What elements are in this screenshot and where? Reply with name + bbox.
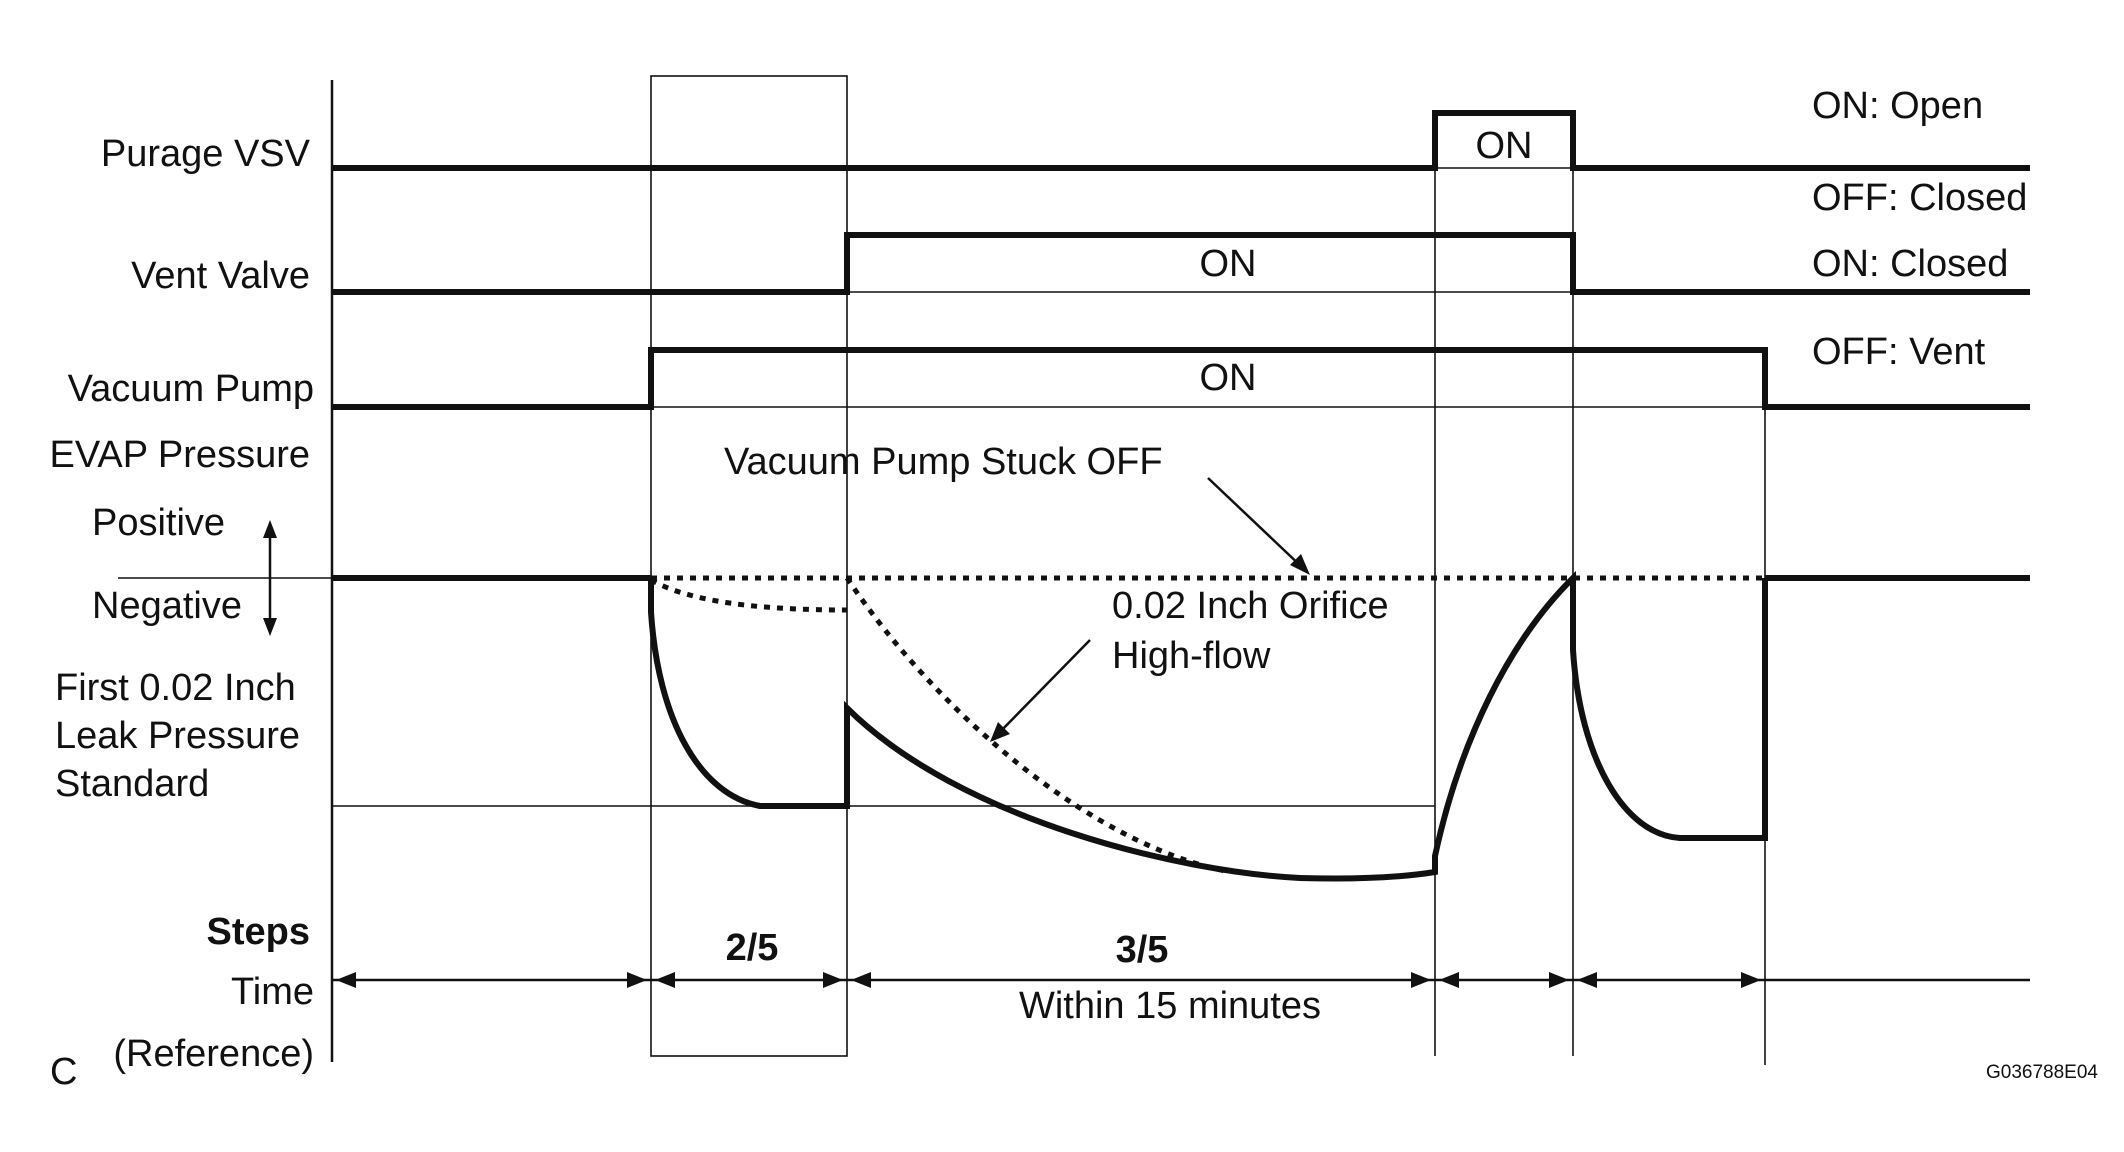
stuck-off-pointer-head (1290, 554, 1310, 575)
reference-label: (Reference) (113, 1033, 314, 1075)
purge-on-label: ON (1476, 125, 1533, 167)
orifice-annotation-line1: 0.02 Inch Orifice (1112, 585, 1389, 627)
positive-label: Positive (92, 502, 225, 544)
legend-vent-on: ON: Closed (1812, 243, 2008, 285)
evap-pressure-curve (648, 570, 1768, 882)
duration-label: Within 15 minutes (1019, 985, 1321, 1027)
legend-vent-off: OFF: Vent (1812, 331, 1986, 373)
vacuum-pump-label: Vacuum Pump (68, 368, 314, 410)
stuck-off-annotation: Vacuum Pump Stuck OFF (724, 441, 1163, 483)
orifice-annotation-line2: High-flow (1112, 635, 1271, 677)
step-2-5-box (650, 75, 848, 1057)
time-arrows (332, 972, 2030, 988)
orifice-dotted-curve (844, 576, 1231, 875)
orifice-pointer-head (990, 722, 1010, 742)
positive-arrow-head (263, 520, 277, 538)
corner-letter: C (50, 1051, 77, 1093)
leak-standard-line1: First 0.02 Inch (55, 667, 296, 709)
leak-standard-line3: Standard (55, 763, 209, 805)
legend-purge-on: ON: Open (1812, 85, 1983, 127)
purge-vsv-label: Purage VSV (101, 133, 311, 175)
vent-valve-signal (332, 232, 2030, 295)
purge-vsv-signal (332, 110, 2030, 171)
figure-code: G036788E04 (1986, 1062, 2098, 1083)
step-2-5-label: 2/5 (726, 927, 779, 969)
step2-dotted-curve (649, 577, 848, 613)
evap-pressure-label: EVAP Pressure (50, 434, 311, 476)
leak-standard-line2: Leak Pressure (55, 715, 300, 757)
pump-on-label: ON (1200, 357, 1257, 399)
negative-label: Negative (92, 585, 242, 627)
negative-arrow-head (263, 618, 277, 636)
stuck-off-pointer (1207, 477, 1306, 571)
steps-label: Steps (207, 911, 310, 953)
time-label: Time (231, 971, 314, 1013)
orifice-pointer (995, 639, 1091, 737)
vent-on-label: ON (1200, 243, 1257, 285)
step-3-5-label: 3/5 (1116, 929, 1169, 971)
vent-valve-label: Vent Valve (131, 255, 310, 297)
vacuum-pump-signal (332, 347, 2030, 410)
legend-purge-off: OFF: Closed (1812, 177, 2027, 219)
